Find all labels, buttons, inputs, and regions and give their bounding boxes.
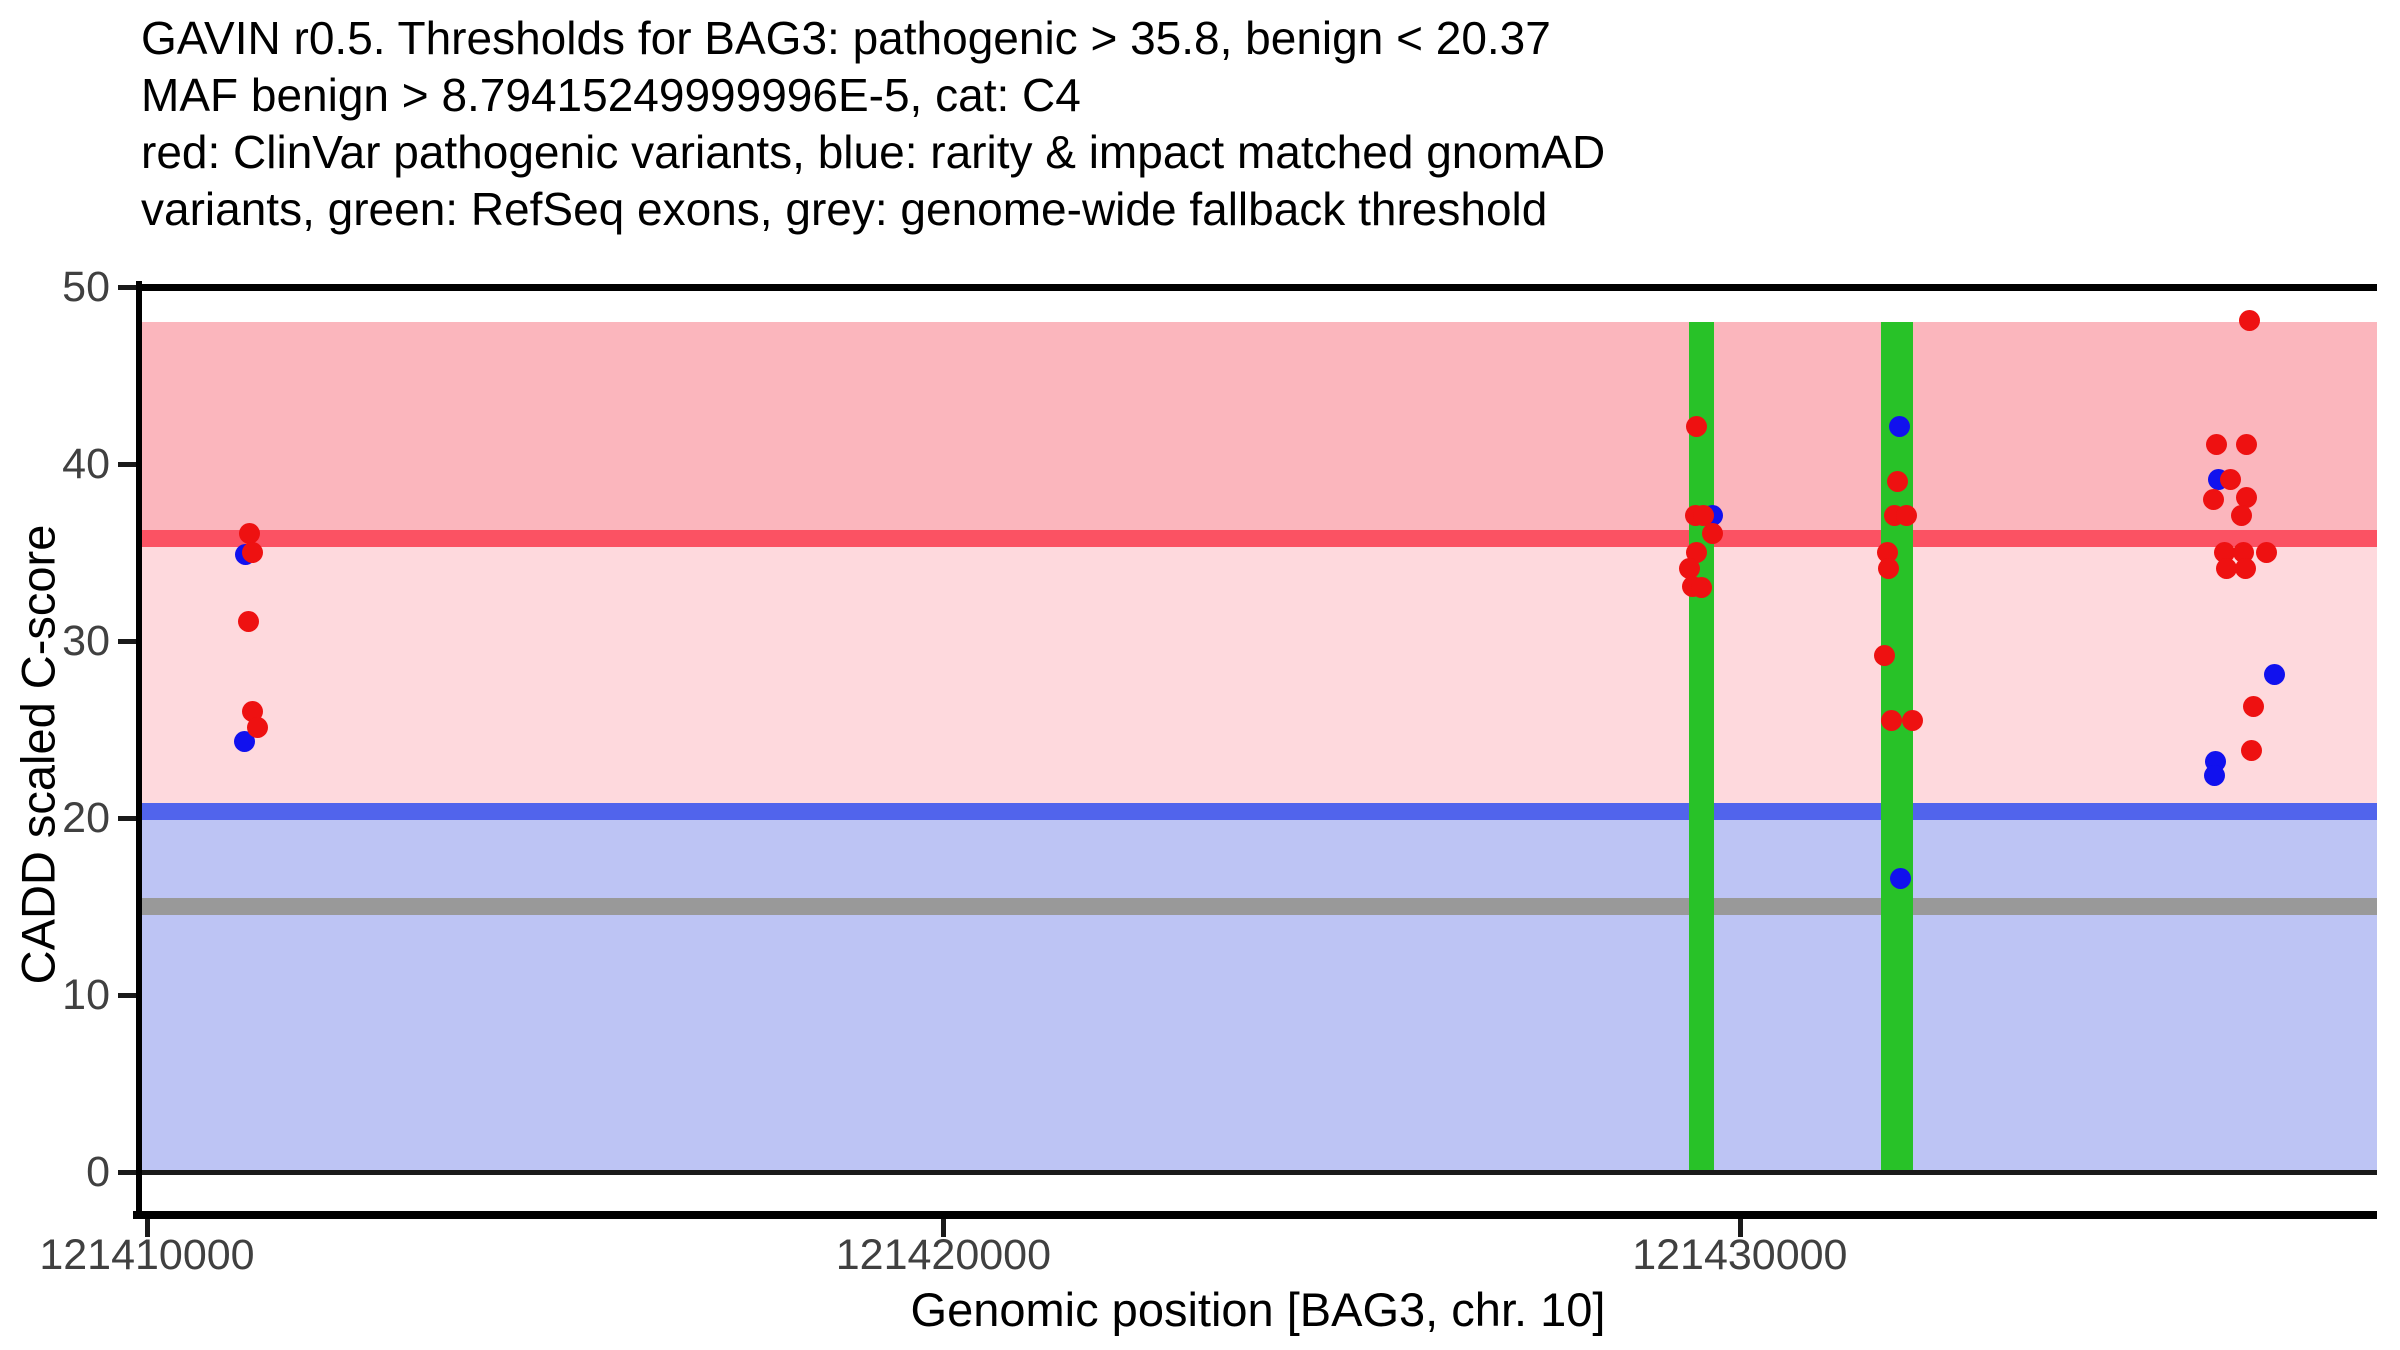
plot-title-line-3: red: ClinVar pathogenic variants, blue: …	[141, 126, 1606, 178]
clinvar-variant-point	[1692, 504, 1714, 526]
clinvar-variant-point	[2205, 434, 2227, 456]
y-axis-tick	[118, 1170, 136, 1175]
y-axis-tick-label: 20	[62, 794, 110, 842]
clinvar-variant-point	[2235, 487, 2257, 509]
intermediate-zone	[141, 538, 2377, 812]
clinvar-variant-point	[1902, 710, 1924, 732]
clinvar-variant-point	[1878, 557, 1900, 579]
clinvar-variant-point	[1691, 577, 1713, 599]
clinvar-variant-point	[1874, 644, 1896, 666]
pathogenic-threshold-line	[139, 529, 2377, 547]
x-axis-tick-label: 121410000	[39, 1231, 255, 1279]
y-axis-tick-label: 50	[62, 263, 110, 311]
clinvar-variant-point	[238, 611, 260, 633]
y-axis-tick	[118, 285, 136, 290]
clinvar-variant-point	[2235, 434, 2257, 456]
clinvar-variant-point	[1881, 710, 1903, 732]
gnomad-variant-point	[233, 731, 255, 753]
gnomad-variant-point	[2263, 664, 2285, 686]
y-axis-tick	[118, 816, 136, 821]
clinvar-variant-point	[2243, 695, 2265, 717]
clinvar-variant-point	[1877, 542, 1899, 563]
x-axis-line	[133, 1211, 2377, 1219]
fallback-threshold-line	[139, 898, 2377, 915]
benign-threshold-line	[139, 802, 2377, 820]
y-axis-tick	[118, 462, 136, 467]
refseq-exon-bar	[1880, 322, 1913, 1170]
y-axis-tick-label: 30	[62, 617, 110, 665]
y-axis-tick-label: 10	[62, 971, 110, 1019]
x-axis-tick-label: 121430000	[1632, 1231, 1848, 1279]
clinvar-variant-point	[2239, 310, 2261, 332]
clinvar-variant-point	[1685, 416, 1707, 438]
gnomad-variant-point	[1888, 416, 1910, 438]
clinvar-variant-point	[247, 717, 269, 739]
plot-title: GAVIN r0.5. Thresholds for BAG3: pathoge…	[141, 10, 1605, 238]
clinvar-variant-point	[2215, 557, 2237, 579]
clinvar-variant-point	[2213, 542, 2235, 563]
plot-title-line-4: variants, green: RefSeq exons, grey: gen…	[141, 183, 1548, 235]
clinvar-variant-point	[2231, 504, 2253, 526]
refseq-exon-bar	[1688, 322, 1715, 1170]
x-axis-title: Genomic position [BAG3, chr. 10]	[910, 1283, 1606, 1336]
plot-title-line-1: GAVIN r0.5. Thresholds for BAG3: pathoge…	[141, 12, 1551, 64]
clinvar-variant-point	[242, 701, 264, 723]
x-axis-tick-label: 121420000	[835, 1231, 1051, 1279]
benign-zone	[141, 811, 2377, 1172]
y-axis-tick-label: 40	[62, 440, 110, 488]
clinvar-variant-point	[1887, 471, 1909, 493]
clinvar-variant-point	[2233, 542, 2255, 563]
y-axis-tick	[118, 639, 136, 644]
clinvar-variant-point	[2219, 469, 2241, 491]
y-axis-tick-label: 0	[86, 1148, 110, 1196]
pathogenic-zone	[141, 322, 2377, 539]
clinvar-variant-point	[2255, 542, 2277, 563]
x-axis-tick	[144, 1219, 150, 1237]
clinvar-variant-point	[239, 522, 261, 544]
clinvar-variant-point	[1679, 557, 1701, 579]
clinvar-variant-point	[2235, 557, 2257, 579]
plot-top-line	[139, 283, 2377, 291]
clinvar-variant-point	[1702, 522, 1724, 544]
x-axis-tick	[1737, 1219, 1743, 1237]
clinvar-variant-point	[242, 542, 264, 563]
x-axis-tick	[941, 1219, 947, 1237]
plot-zero-line	[139, 1169, 2377, 1175]
gnomad-variant-point	[1890, 867, 1912, 889]
y-axis-title: CADD scaled C-score	[11, 524, 65, 985]
clinvar-variant-point	[1895, 504, 1917, 526]
clinvar-variant-point	[2203, 488, 2225, 510]
clinvar-variant-point	[2241, 740, 2263, 762]
y-axis-tick	[118, 993, 136, 998]
clinvar-variant-point	[1685, 542, 1707, 563]
gnomad-variant-point	[2204, 765, 2226, 787]
y-axis-line	[136, 281, 142, 1219]
plot-title-line-2: MAF benign > 8.79415249999996E-5, cat: C…	[141, 69, 1081, 121]
